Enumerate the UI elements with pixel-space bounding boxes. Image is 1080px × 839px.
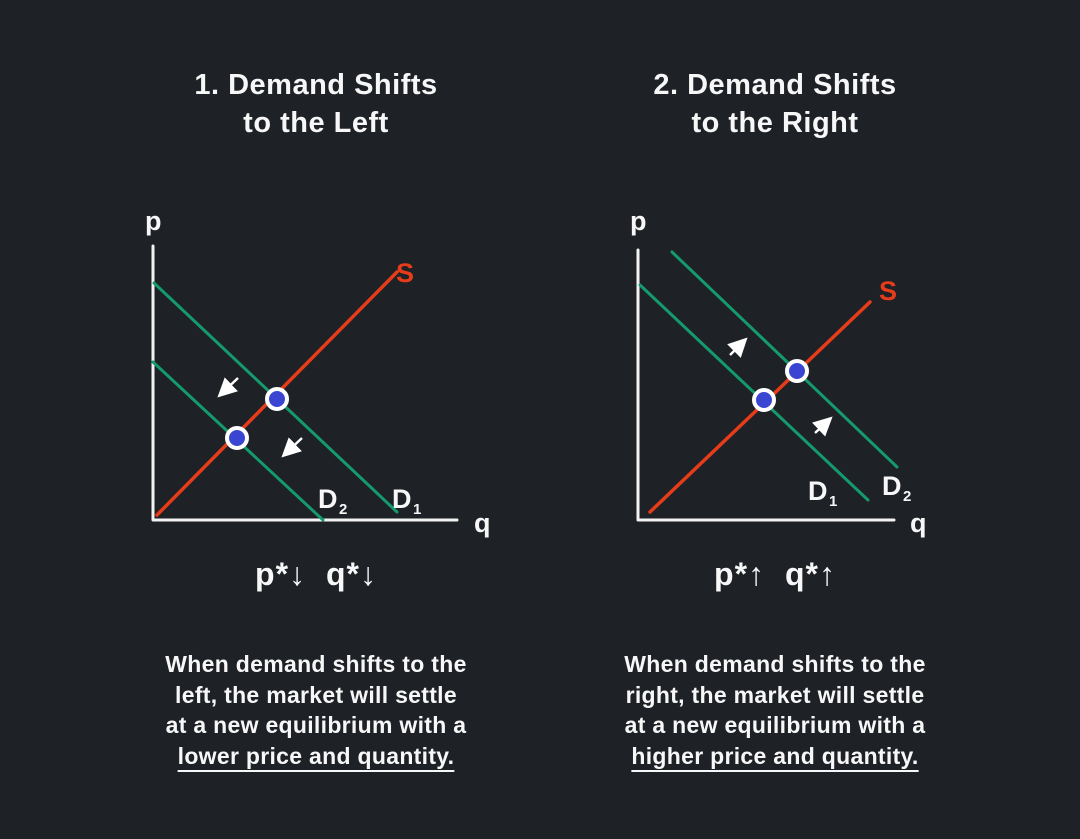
equilibrium-point-new bbox=[225, 426, 249, 450]
caption-left-line3: at a new equilibrium with a bbox=[165, 712, 467, 738]
panel-left-title-line2: to the Left bbox=[243, 107, 389, 139]
axes bbox=[636, 248, 896, 522]
shift-right-arrow-lower bbox=[812, 416, 833, 437]
x-axis-label: q bbox=[910, 508, 927, 538]
panel-left-title: 1. Demand Shifts to the Left bbox=[96, 66, 536, 142]
equilibrium-point-old bbox=[752, 388, 776, 412]
demand1-subscript: 1 bbox=[829, 493, 837, 510]
caption-right-line1: When demand shifts to the bbox=[624, 651, 926, 677]
caption-right: When demand shifts to the right, the mar… bbox=[555, 649, 995, 771]
demand2-label: D bbox=[882, 471, 902, 501]
caption-left-underlined: lower price and quantity. bbox=[177, 742, 455, 769]
demand2-subscript: 2 bbox=[903, 488, 911, 505]
demand1-subscript: 1 bbox=[413, 501, 421, 518]
caption-right-underlined: higher price and quantity. bbox=[631, 742, 919, 769]
demand1-label: D bbox=[392, 484, 412, 514]
demand-curve-d1 bbox=[638, 283, 870, 502]
axes bbox=[151, 244, 459, 522]
panel-left-title-line1: 1. Demand Shifts bbox=[194, 69, 438, 101]
panel-right-title-line2: to the Right bbox=[691, 107, 859, 139]
supply-demand-graph-right: p q S D 1 D 2 bbox=[630, 206, 927, 538]
result-right: p*↑ q*↑ bbox=[714, 556, 836, 592]
caption-left: When demand shifts to the left, the mark… bbox=[96, 649, 536, 771]
result-left: p*↓ q*↓ bbox=[255, 556, 377, 592]
equilibrium-point-old bbox=[265, 387, 289, 411]
caption-right-line3: at a new equilibrium with a bbox=[624, 712, 926, 738]
panel-right-title-line1: 2. Demand Shifts bbox=[653, 69, 897, 101]
equilibrium-point-new bbox=[785, 359, 809, 383]
supply-label: S bbox=[396, 258, 414, 288]
demand1-label: D bbox=[808, 476, 828, 506]
caption-left-line2: left, the market will settle bbox=[175, 681, 457, 708]
supply-demand-graph-left: p q S D 2 D 1 bbox=[145, 206, 491, 538]
panel-right-title: 2. Demand Shifts to the Right bbox=[555, 66, 995, 142]
demand2-subscript: 2 bbox=[339, 501, 347, 518]
caption-right-line2: right, the market will settle bbox=[625, 681, 925, 708]
y-axis-label: p bbox=[145, 206, 162, 236]
demand-curve-d2 bbox=[670, 250, 899, 469]
shift-left-arrow-upper bbox=[217, 377, 239, 398]
y-axis-label: p bbox=[630, 206, 647, 236]
supply-label: S bbox=[879, 276, 897, 306]
shift-right-arrow-upper bbox=[727, 337, 748, 358]
demand2-label: D bbox=[318, 484, 338, 514]
shift-left-arrow-lower bbox=[281, 437, 303, 458]
x-axis-label: q bbox=[474, 508, 491, 538]
caption-left-line1: When demand shifts to the bbox=[165, 651, 467, 677]
